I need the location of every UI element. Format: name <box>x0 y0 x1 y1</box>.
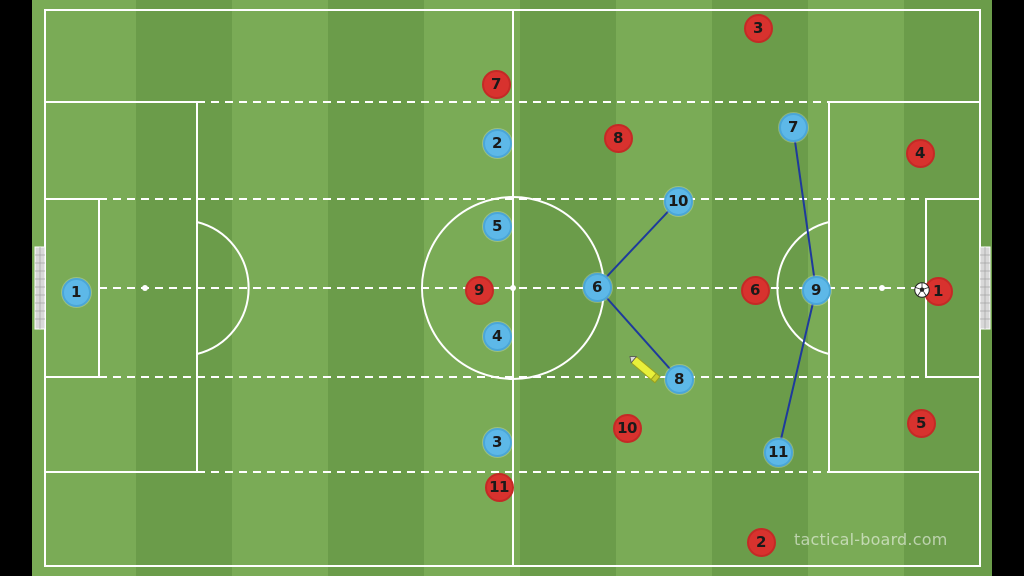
left-goal <box>34 246 46 330</box>
blue-player-6[interactable]: 6 <box>582 272 612 302</box>
blue-player-7[interactable]: 7 <box>778 112 808 142</box>
pass-line-9-11 <box>777 289 817 453</box>
red-player-5[interactable]: 5 <box>906 408 936 438</box>
pass-line-7-9 <box>792 126 817 291</box>
red-player-2[interactable]: 2 <box>746 527 776 557</box>
zone-lines <box>99 101 926 473</box>
blue-player-4[interactable]: 4 <box>482 321 512 351</box>
marker-pen-icon[interactable] <box>627 352 665 388</box>
blue-player-8[interactable]: 8 <box>664 364 694 394</box>
pass-line-6-10 <box>596 200 679 288</box>
watermark-text: tactical-board.com <box>794 530 948 549</box>
red-player-8[interactable]: 8 <box>603 123 633 153</box>
blue-player-2[interactable]: 2 <box>482 128 512 158</box>
red-player-9[interactable]: 9 <box>464 275 494 305</box>
left-penalty-arc <box>196 221 250 355</box>
red-player-7[interactable]: 7 <box>481 69 511 99</box>
red-player-6[interactable]: 6 <box>740 275 770 305</box>
red-player-11[interactable]: 11 <box>484 472 514 502</box>
blue-player-5[interactable]: 5 <box>482 211 512 241</box>
passing-lines <box>596 126 817 453</box>
right-goal <box>979 246 991 330</box>
soccer-ball-icon[interactable] <box>914 282 930 298</box>
pass-line-6-8 <box>596 286 680 380</box>
blue-player-1[interactable]: 1 <box>61 277 91 307</box>
blue-player-10[interactable]: 10 <box>663 186 693 216</box>
right-penalty-spot <box>879 285 885 291</box>
red-player-10[interactable]: 10 <box>612 413 642 443</box>
blue-player-9[interactable]: 9 <box>801 275 831 305</box>
red-player-4[interactable]: 4 <box>905 138 935 168</box>
blue-player-3[interactable]: 3 <box>482 427 512 457</box>
blue-player-11[interactable]: 11 <box>763 437 793 467</box>
red-player-3[interactable]: 3 <box>743 13 773 43</box>
